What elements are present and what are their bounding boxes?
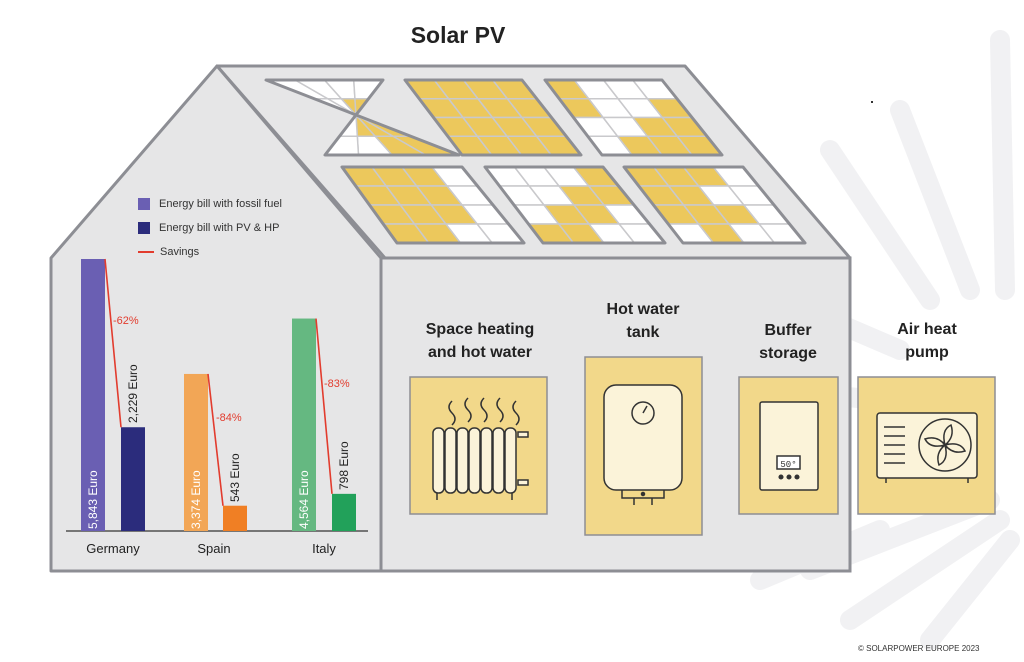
value-label-fossil-italy: 4,564 Euro: [297, 470, 311, 529]
buffer-temperature-display: 50°: [780, 460, 796, 470]
bar-pv-hp-italy: [332, 493, 356, 531]
stray-dot: [871, 101, 873, 103]
value-label-pv-hp-spain: 543 Euro: [228, 453, 242, 502]
label-hot-water-tank: Hot water tank: [606, 301, 680, 341]
savings-line-italy: [315, 318, 333, 494]
value-label-pv-hp-italy: 798 Euro: [337, 441, 351, 490]
solar-panel-frame: [622, 165, 807, 245]
legend-item-pv-hp: Energy bill with PV & HP: [138, 216, 282, 240]
savings-line-spain: [207, 373, 224, 506]
energy-bill-chart: [66, 258, 368, 532]
solar-panels: [264, 78, 807, 245]
legend-swatch-fossil: [138, 198, 150, 210]
legend-label-pv-hp: Energy bill with PV & HP: [159, 222, 280, 234]
buffer-storage-icon: [759, 401, 819, 491]
label-air-heat-pump: Air heat pump: [897, 321, 957, 361]
legend-swatch-pv-hp: [138, 222, 150, 234]
copyright-notice: © SOLARPOWER EUROPE 2023: [858, 644, 980, 653]
savings-pct-germany: -62%: [113, 315, 139, 328]
country-label-italy: Italy: [312, 541, 336, 556]
bar-fossil-italy: [292, 318, 316, 531]
bar-pv-hp-spain: [223, 505, 247, 531]
legend-label-savings: Savings: [160, 246, 200, 258]
solar-panel-frame: [543, 78, 724, 157]
savings-line-germany: [104, 258, 122, 428]
solar-panel-frame: [340, 165, 526, 245]
value-label-fossil-spain: 3,374 Euro: [189, 470, 203, 529]
bar-fossil-germany: [81, 259, 105, 531]
solar-panel-frame: [483, 165, 667, 245]
solar-panel-frame: [264, 78, 461, 157]
water-heater-icon: [603, 384, 683, 505]
country-label-spain: Spain: [197, 541, 231, 556]
legend-line-savings: [138, 251, 154, 253]
heat-pump-fan-icon: [876, 412, 978, 483]
value-label-fossil-germany: 5,843 Euro: [86, 470, 100, 529]
savings-pct-spain: -84%: [216, 411, 242, 424]
country-label-germany: Germany: [86, 541, 140, 556]
legend-label-fossil: Energy bill with fossil fuel: [159, 198, 282, 210]
label-buffer-storage: Buffer storage: [759, 322, 817, 362]
savings-pct-italy: -83%: [324, 378, 350, 391]
chart-legend: Energy bill with fossil fuel Energy bill…: [138, 192, 282, 264]
label-space-heating: Space heating and hot water: [425, 321, 535, 361]
legend-item-fossil: Energy bill with fossil fuel: [138, 192, 282, 216]
value-label-pv-hp-germany: 2,229 Euro: [126, 364, 140, 424]
solar-panel-frame: [403, 78, 583, 157]
page-title: Solar PV: [410, 22, 506, 48]
legend-item-savings: Savings: [138, 240, 282, 264]
radiator-icon: [432, 397, 529, 500]
bar-fossil-spain: [184, 373, 208, 531]
bar-pv-hp-germany: [121, 427, 145, 531]
